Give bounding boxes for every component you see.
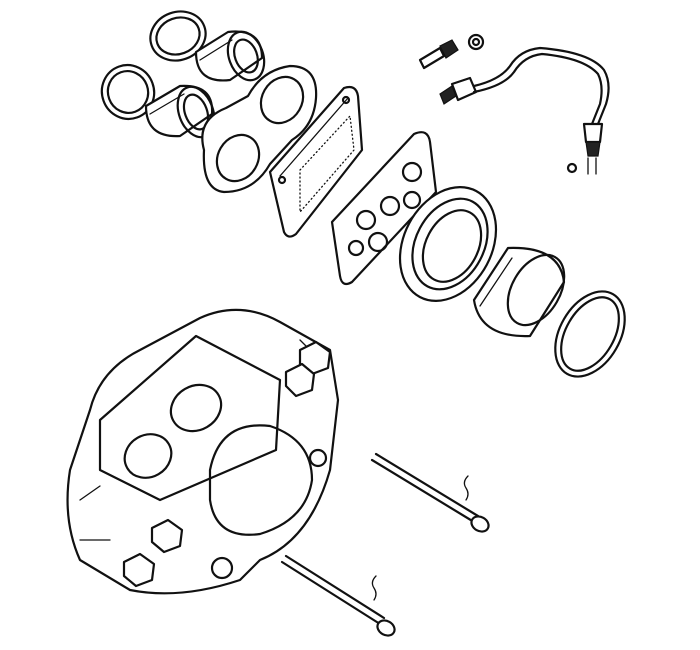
spring-clip-lower <box>371 575 377 601</box>
caliper-body <box>66 308 340 595</box>
piston-seal-ring-right <box>554 290 626 378</box>
spring-clip-upper <box>463 475 469 501</box>
piston-upper <box>194 30 266 82</box>
dust-cover <box>398 186 498 302</box>
caliper-gasket <box>201 64 318 194</box>
piston-lower <box>144 84 216 139</box>
bleed-screw <box>418 33 485 70</box>
brake-pipe <box>439 46 610 175</box>
piston-seal-ring-left <box>100 64 156 120</box>
retaining-pin-upper <box>370 452 490 533</box>
pad-anti-squeal-shim <box>330 131 438 286</box>
piston-seal-ring-top <box>149 10 207 62</box>
piston-right <box>472 246 566 338</box>
retaining-pin-lower <box>280 554 396 637</box>
brake-pad <box>268 85 364 238</box>
